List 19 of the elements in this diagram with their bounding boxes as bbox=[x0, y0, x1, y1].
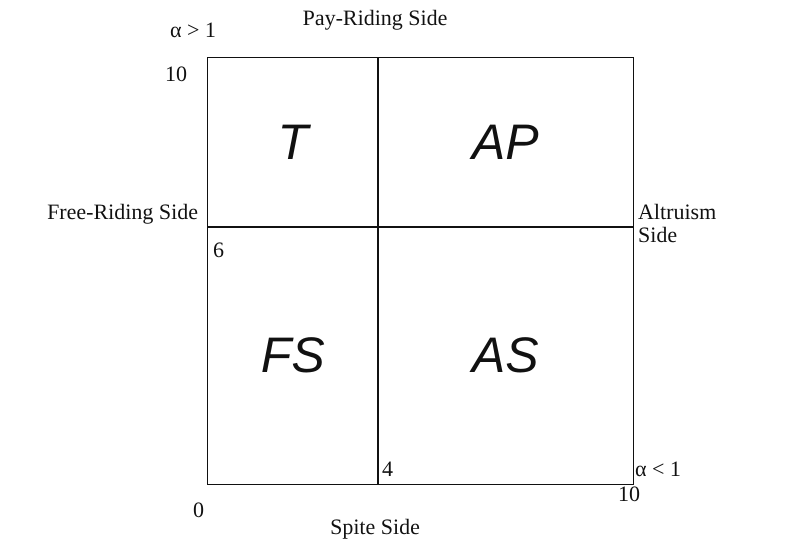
axis-label: Altruism Side bbox=[638, 200, 718, 246]
quadrant-box bbox=[377, 57, 634, 228]
axis-label: α > 1 bbox=[170, 18, 216, 42]
quadrant-box bbox=[207, 57, 378, 228]
quadrant-label: AS bbox=[472, 330, 539, 380]
axis-label: 6 bbox=[213, 238, 224, 262]
axis-label: Free-Riding Side bbox=[46, 200, 198, 224]
axis-label: Pay-Riding Side bbox=[302, 6, 448, 30]
quadrant-box bbox=[207, 226, 378, 484]
axis-label: 4 bbox=[382, 457, 393, 480]
axis-label: α < 1 bbox=[635, 457, 681, 480]
axis-label: 10 bbox=[618, 482, 640, 506]
axis-label: 0 bbox=[193, 498, 204, 522]
quadrant-label: FS bbox=[260, 330, 325, 380]
quadrant-label: T bbox=[277, 117, 308, 168]
quadrant-label: AP bbox=[472, 117, 539, 168]
quadrant-box bbox=[377, 226, 634, 484]
axis-label: Spite Side bbox=[329, 515, 421, 538]
axis-label: 10 bbox=[165, 62, 187, 86]
